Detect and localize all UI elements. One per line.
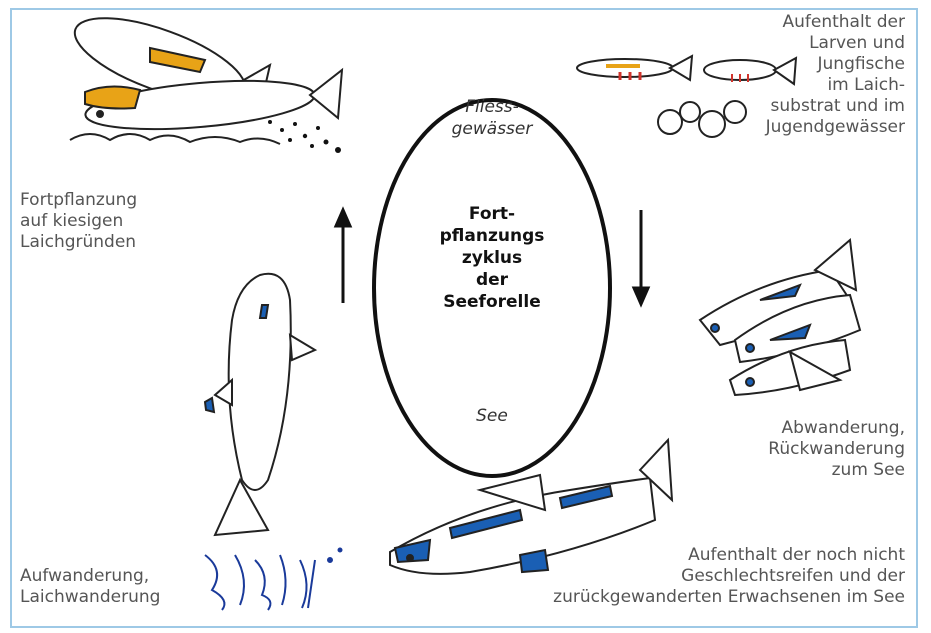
- water-plants-illustration: [205, 549, 342, 611]
- upstream-fish-illustration: [205, 274, 315, 535]
- label-larvae: Aufenthalt der Larven und Jungfische im …: [680, 12, 905, 138]
- arrow-up-left: [336, 210, 350, 303]
- cycle-title: Fort- pflanzungs zyklus der Seeforelle: [420, 203, 564, 313]
- oval-bottom-label: See: [430, 405, 554, 427]
- oval-top-label: Fliess- gewässer: [430, 96, 554, 140]
- downstream-fish-illustration: [700, 240, 860, 395]
- label-upstream: Aufwanderung, Laichwanderung: [20, 566, 160, 608]
- label-lake: Aufenthalt der noch nicht Geschlechtsrei…: [510, 545, 905, 608]
- label-spawning: Fortpflanzung auf kiesigen Laichgründen: [20, 190, 137, 253]
- arrow-down-right: [634, 210, 648, 304]
- label-downstream: Abwanderung, Rückwanderung zum See: [700, 418, 905, 481]
- spawning-fish-illustration: [65, 1, 342, 153]
